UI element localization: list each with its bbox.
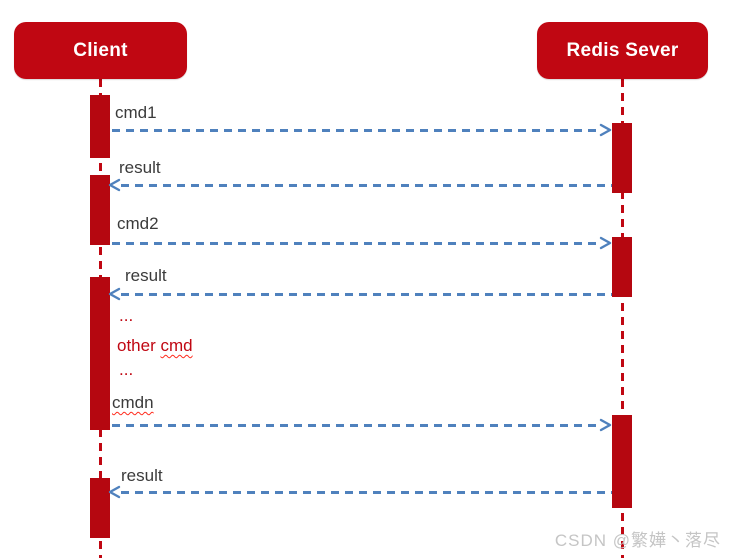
note-other-cmd-prefix: other bbox=[117, 336, 161, 355]
activation-bar-server-3 bbox=[612, 415, 632, 508]
actor-server-label: Redis Sever bbox=[566, 39, 679, 61]
activation-bar-client-1 bbox=[90, 95, 110, 158]
arrowhead-left-icon bbox=[108, 178, 121, 192]
note-other-cmd: other cmd bbox=[117, 336, 193, 356]
arrowhead-right-icon bbox=[599, 123, 612, 137]
message-arrow-cmd2 bbox=[112, 242, 602, 245]
note-ellipsis-bottom: ... bbox=[119, 360, 134, 379]
note-other-cmd-word: cmd bbox=[160, 336, 193, 355]
actor-client-label: Client bbox=[73, 39, 128, 61]
message-arrow-result1 bbox=[121, 184, 612, 187]
message-label-cmdn: cmdn bbox=[112, 393, 154, 412]
csdn-watermark: CSDN @繁嬅丶落尽 bbox=[554, 531, 721, 550]
activation-bar-client-3 bbox=[90, 277, 110, 430]
activation-bar-client-2 bbox=[90, 175, 110, 245]
actor-box-server: Redis Sever bbox=[537, 22, 708, 79]
message-arrow-cmd1 bbox=[112, 129, 602, 132]
arrowhead-left-icon bbox=[108, 287, 121, 301]
arrowhead-right-icon bbox=[599, 236, 612, 250]
arrowhead-right-icon bbox=[599, 418, 612, 432]
message-arrow-result3 bbox=[121, 491, 612, 494]
message-label-result2: result bbox=[125, 266, 167, 285]
message-arrow-result2 bbox=[121, 293, 612, 296]
arrowhead-left-icon bbox=[108, 485, 121, 499]
message-label-result3: result bbox=[121, 466, 163, 485]
message-label-result1: result bbox=[119, 158, 161, 177]
activation-bar-client-4 bbox=[90, 478, 110, 538]
message-arrow-cmdn bbox=[112, 424, 602, 427]
message-label-cmd1: cmd1 bbox=[115, 103, 157, 122]
message-label-cmd2: cmd2 bbox=[117, 214, 159, 233]
server-lifeline bbox=[621, 79, 624, 558]
note-ellipsis-top: ... bbox=[119, 306, 134, 325]
activation-bar-server-2 bbox=[612, 237, 632, 297]
actor-box-client: Client bbox=[14, 22, 187, 79]
activation-bar-server-1 bbox=[612, 123, 632, 193]
